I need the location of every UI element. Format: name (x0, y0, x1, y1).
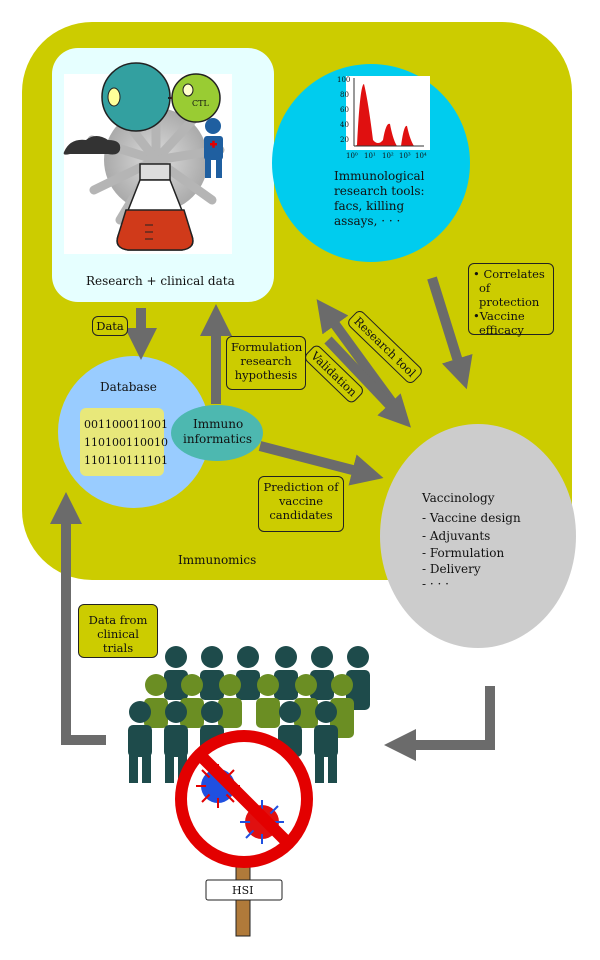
tools-text-line: Immunological (334, 169, 425, 183)
binary-row: 110110111101 (84, 454, 168, 467)
hypothesis-line: research (240, 354, 292, 368)
prediction-line: candidates (269, 508, 333, 522)
ctl-label: CTL (192, 99, 209, 108)
histogram-y-tick: 40 (340, 121, 349, 129)
arrow-research-tool (316, 299, 401, 411)
binary-box (80, 408, 164, 476)
histogram-y-tick: 100 (337, 76, 350, 84)
immunoinformatics-line2: informatics (183, 432, 252, 446)
mouse-icon (63, 136, 121, 155)
histogram-y-tick: 60 (340, 106, 349, 114)
vaccinology-item: - Delivery (422, 562, 481, 576)
database-title: Database (100, 380, 157, 394)
vaccinology-item: - · · · (422, 577, 449, 591)
sign-label: HSI (232, 884, 253, 897)
histogram-peaks (354, 84, 418, 146)
histogram-x-tick: 10⁴ (415, 152, 427, 160)
correlates-line: of protection (479, 281, 540, 309)
histogram-x-tick: 10² (382, 152, 394, 160)
vaccinology-item: - Adjuvants (422, 529, 490, 543)
correlates-line: • Correlates (473, 267, 545, 281)
arrow-informatics-to-vaccinology (258, 441, 384, 486)
correlates-line: •Vaccine (473, 309, 525, 323)
flask-icon (116, 163, 194, 251)
patient-icon (204, 118, 223, 178)
arrow-trials-to-database (49, 491, 106, 745)
histogram-y-tick: 20 (340, 136, 349, 144)
tools-text-line: research tools: (334, 184, 425, 198)
clinical-trials-box: Data from clinical trials (78, 604, 158, 658)
histogram-x-tick: 10³ (399, 152, 411, 160)
data-label: Data (92, 316, 128, 336)
hypothesis-box: Formulation research hypothesis (226, 336, 306, 390)
binary-row: 001100011001 (84, 418, 168, 431)
correlates-box: • Correlates of protection •Vaccine effi… (468, 263, 554, 337)
arrow-validation (324, 336, 412, 428)
hypothesis-line: Formulation (231, 340, 303, 354)
arrow-vaccinology-to-trials (383, 686, 495, 762)
no-virus-sign (175, 730, 313, 937)
vaccinology-item: - Formulation (422, 546, 504, 560)
arrow-tools-to-vaccinology (427, 276, 473, 390)
hypothesis-line: hypothesis (234, 368, 298, 382)
tools-text-line: facs, killing (334, 199, 404, 213)
sign-plate (205, 879, 283, 901)
people-crowd (128, 646, 370, 783)
immunomics-label: Immunomics (178, 553, 256, 567)
binary-row: 110100110010 (84, 436, 168, 449)
cell-interaction (101, 62, 221, 132)
histogram-x-tick: 10⁰ (346, 152, 358, 160)
immunoinformatics-line1: Immuno (193, 417, 243, 431)
research-caption: Research + clinical data (86, 274, 235, 288)
arrows (49, 276, 495, 762)
clinical-line: Data from (88, 613, 148, 627)
vaccinology-title: Vaccinology (421, 491, 495, 505)
immunoinformatics-ellipse (171, 405, 263, 461)
tools-text-line: assays, · · · (334, 214, 400, 228)
correlates-line: efficacy (479, 323, 524, 337)
histogram-y-tick: 80 (340, 91, 349, 99)
vaccinology-ellipse (380, 424, 576, 648)
prediction-line: vaccine (278, 494, 324, 508)
vaccinology-item: - Vaccine design (422, 511, 521, 525)
clinical-line: clinical trials (97, 627, 139, 655)
data-label-text: Data (96, 319, 124, 333)
prediction-box: Prediction of vaccine candidates (258, 476, 344, 532)
histogram-x-tick: 10¹ (364, 152, 376, 160)
prediction-line: Prediction of (263, 480, 339, 494)
